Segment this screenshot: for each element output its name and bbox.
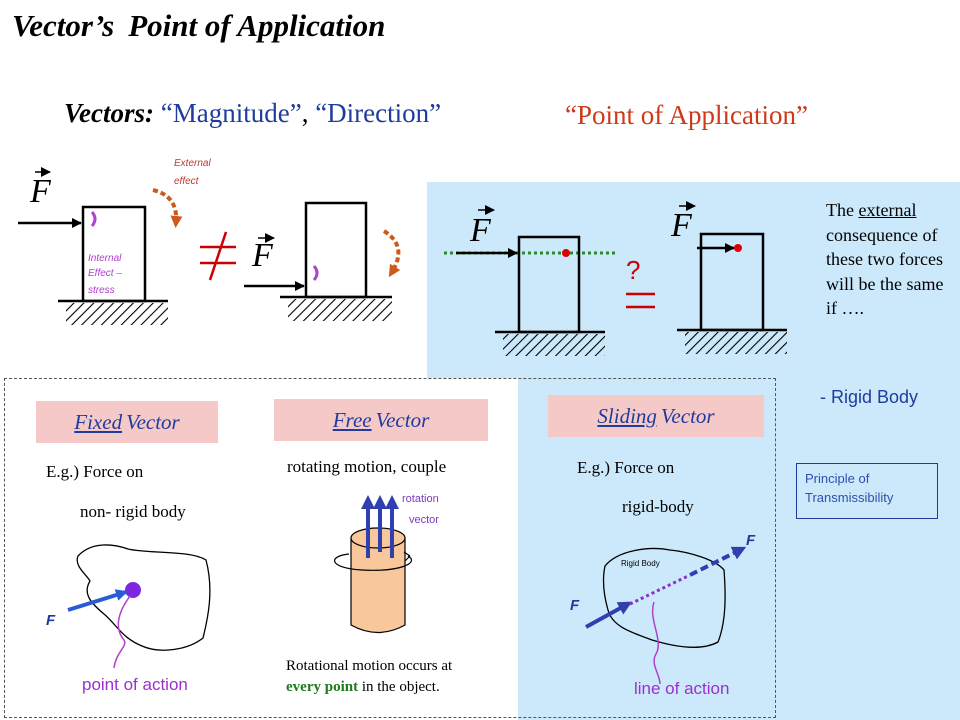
line-of-action-label: line of action bbox=[634, 679, 729, 698]
point-of-application-heading: “Point of Application” bbox=[565, 100, 808, 130]
rotation-label-line-2: vector bbox=[409, 514, 439, 526]
free-desc-text: rotating motion, couple bbox=[287, 457, 447, 476]
title-part-1: Vector’s bbox=[12, 8, 115, 43]
rigid-body-text: Rigid Body bbox=[621, 559, 660, 568]
sliding-vector-title-rest: Vector bbox=[660, 403, 715, 428]
internal-effect-line-2: Effect – bbox=[88, 268, 122, 279]
force-label-4: F bbox=[670, 207, 693, 244]
sliding-line2-text: rigid-body bbox=[622, 497, 694, 516]
question-mark: ? bbox=[626, 255, 640, 285]
point-of-action-label: point of action bbox=[82, 675, 188, 694]
internal-effect-line-3: stress bbox=[88, 285, 115, 296]
principle-of-transmissibility-box: Principle of Transmissibility bbox=[796, 463, 938, 519]
consequence-underlined: external bbox=[858, 200, 917, 220]
rigid-body-label: - Rigid Body bbox=[820, 387, 919, 407]
non-rigid-body-shape: F point of action bbox=[46, 544, 211, 694]
cylinder-with-rotation: rotation vector bbox=[333, 493, 439, 634]
sliding-force-label-1: F bbox=[570, 597, 580, 614]
rot-text-rest: in the object. bbox=[358, 679, 440, 695]
external-effect-line-1: External bbox=[174, 158, 211, 169]
rot-text-bold: every point bbox=[286, 679, 359, 695]
consequence-text: The external consequence of these two fo… bbox=[826, 198, 958, 321]
sliding-vector-title-underlined: Sliding bbox=[597, 403, 657, 428]
sliding-force-label-2: F bbox=[746, 532, 756, 549]
direction-text: “Direction” bbox=[315, 98, 442, 128]
vectors-label: Vectors: bbox=[64, 98, 154, 128]
vector-types-frame bbox=[4, 378, 776, 718]
right-block-2: F bbox=[670, 201, 787, 354]
consequence-after: consequence of these two forces will be … bbox=[826, 224, 944, 319]
rot-text-line-1: Rotational motion occurs at bbox=[286, 658, 453, 674]
comma-text: , bbox=[301, 98, 309, 128]
internal-effect-line-1: Internal bbox=[88, 253, 122, 264]
equal-sign bbox=[626, 292, 655, 309]
force-label-2: F bbox=[251, 237, 274, 274]
rotation-label-line-1: rotation bbox=[402, 493, 439, 505]
rigid-body-shape: Rigid Body F F line of action bbox=[570, 532, 756, 698]
left-block-1: F External effect Internal Effect – stre… bbox=[18, 158, 211, 325]
rotational-motion-text: Rotational motion occurs at every point … bbox=[286, 656, 452, 698]
fixed-eg-text: E.g.) Force on bbox=[46, 462, 144, 481]
consequence-before: The bbox=[826, 200, 859, 220]
fixed-vector-title-underlined: Fixed bbox=[74, 409, 123, 434]
free-vector-title-rest: Vector bbox=[375, 407, 430, 432]
force-label-3: F bbox=[469, 212, 492, 249]
principle-line-1: Principle of bbox=[805, 471, 870, 486]
vectors-line: Vectors: “Magnitude”, “Direction” bbox=[64, 98, 441, 129]
magnitude-text: “Magnitude” bbox=[160, 98, 302, 128]
fixed-line2-text: non- rigid body bbox=[80, 502, 186, 521]
fixed-force-label: F bbox=[46, 612, 56, 629]
not-equal-sign bbox=[200, 231, 236, 281]
right-block-1: F bbox=[444, 205, 616, 356]
rot-text-line-2: every point in the object. bbox=[286, 677, 452, 698]
page-title: Vector’s Point of Application bbox=[12, 8, 385, 44]
title-part-2: Point of Application bbox=[128, 8, 386, 43]
fixed-vector-title-rest: Vector bbox=[126, 409, 180, 434]
force-label-1: F bbox=[29, 173, 52, 210]
left-block-2: F bbox=[244, 201, 401, 321]
external-effect-line-2: effect bbox=[174, 176, 200, 187]
sliding-eg-text: E.g.) Force on bbox=[577, 458, 675, 477]
principle-line-2: Transmissibility bbox=[805, 490, 894, 505]
free-vector-title-underlined: Free bbox=[332, 407, 372, 432]
